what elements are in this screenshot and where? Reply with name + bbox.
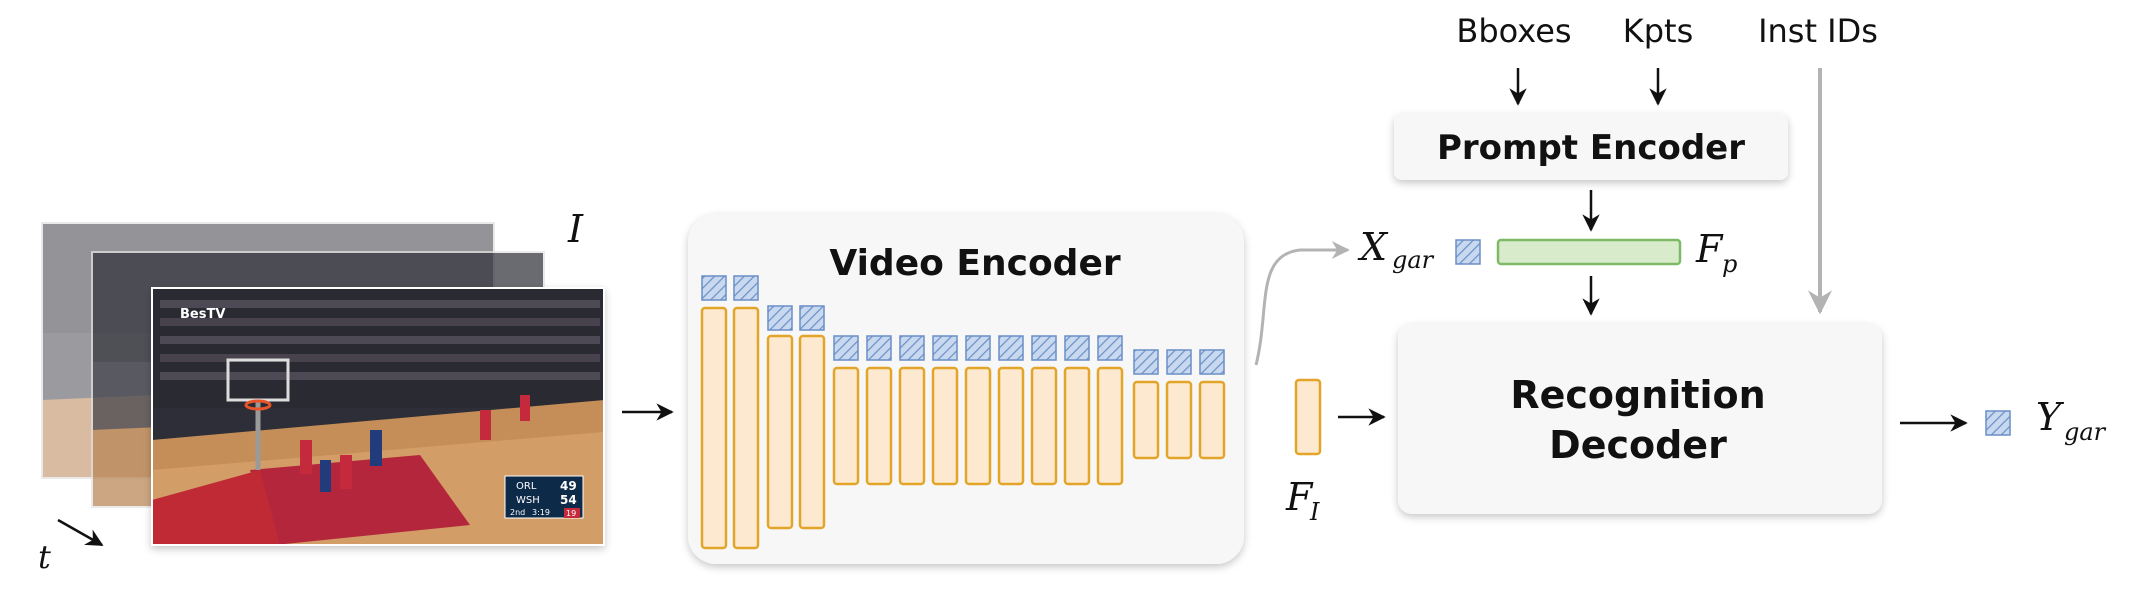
video-encoder-label: Video Encoder [829, 243, 1120, 284]
feature-map [931, 366, 959, 486]
fp-subscript: p [1722, 250, 1737, 278]
token [1166, 349, 1192, 375]
scoreboard-team1: ORL [516, 481, 537, 492]
query-row: X gar F p [1357, 225, 1737, 278]
xgar-subscript: gar [1392, 246, 1435, 274]
video-frames: BesTV ORL 49 WSH 54 2nd 3:19 19 I t [38, 207, 605, 576]
feature-map [766, 334, 794, 530]
input-kpts-label: Kpts [1623, 12, 1694, 50]
time-arrow: t [38, 518, 104, 576]
input-bboxes-label: Bboxes [1456, 12, 1571, 50]
token [833, 335, 859, 361]
feature-map [1096, 366, 1124, 486]
arrow-encoder-to-xgar [1254, 241, 1350, 366]
token [998, 335, 1024, 361]
token [965, 335, 991, 361]
feature-map [964, 366, 992, 486]
output-token [1985, 410, 2011, 436]
recognition-decoder-label-line2: Decoder [1549, 423, 1727, 467]
feature-map [1132, 380, 1160, 460]
scoreboard-period: 2nd [510, 508, 525, 517]
scoreboard-clock: 3:19 [532, 508, 550, 517]
prompt-encoder-label: Prompt Encoder [1437, 128, 1745, 168]
token [767, 305, 793, 331]
feature-map [997, 366, 1025, 486]
recognition-decoder-box [1398, 324, 1882, 514]
token [799, 305, 825, 331]
fp-symbol: F [1695, 227, 1724, 271]
token [866, 335, 892, 361]
image-feature-fi: F I [1285, 378, 1322, 526]
feature-map [700, 306, 728, 550]
encoder-stage-3 [832, 335, 1124, 486]
token [1097, 335, 1123, 361]
scoreboard-score1: 49 [560, 479, 577, 493]
fi-subscript: I [1309, 498, 1320, 526]
scoreboard-shot-clock: 19 [566, 509, 576, 518]
encoder-stage-4 [1132, 349, 1226, 460]
ygar-symbol: Y [2036, 395, 2065, 439]
scoreboard-team2: WSH [516, 495, 540, 506]
scoreboard-score2: 54 [560, 493, 577, 507]
scoreboard: ORL 49 WSH 54 2nd 3:19 19 [504, 475, 584, 519]
token [1199, 349, 1225, 375]
feature-map [1030, 366, 1058, 486]
xgar-symbol: X [1357, 225, 1389, 269]
feature-map [865, 366, 893, 486]
feature-map [1165, 380, 1193, 460]
token [1064, 335, 1090, 361]
encoder-stage-1 [700, 275, 760, 550]
prompt-feature-fp [1496, 238, 1682, 266]
gar-query-token [1455, 239, 1481, 265]
feature-map [1198, 380, 1226, 460]
token [932, 335, 958, 361]
prompt-encoder-box [1394, 114, 1788, 180]
broadcast-watermark: BesTV [180, 307, 225, 322]
video-frame-front: BesTV ORL 49 WSH 54 2nd 3:19 19 [151, 287, 605, 546]
input-inst-ids-label: Inst IDs [1758, 12, 1878, 50]
time-symbol: t [38, 538, 51, 576]
feature-map [898, 366, 926, 486]
encoder-stage-2 [766, 305, 826, 530]
recognition-decoder: Recognition Decoder [1398, 324, 1882, 514]
prompt-encoder: Prompt Encoder [1394, 114, 1788, 180]
token [1031, 335, 1057, 361]
token [899, 335, 925, 361]
fi-symbol: F [1285, 475, 1314, 519]
video-encoder: Video Encoder [688, 214, 1244, 564]
feature-map [1294, 378, 1322, 456]
feature-map [798, 334, 826, 530]
ygar-subscript: gar [2064, 418, 2107, 446]
token [733, 275, 759, 301]
feature-map [732, 306, 760, 550]
recognition-decoder-label-line1: Recognition [1510, 373, 1765, 417]
feature-map [832, 366, 860, 486]
token [1133, 349, 1159, 375]
token [701, 275, 727, 301]
input-symbol-i: I [567, 207, 584, 251]
feature-map [1063, 366, 1091, 486]
